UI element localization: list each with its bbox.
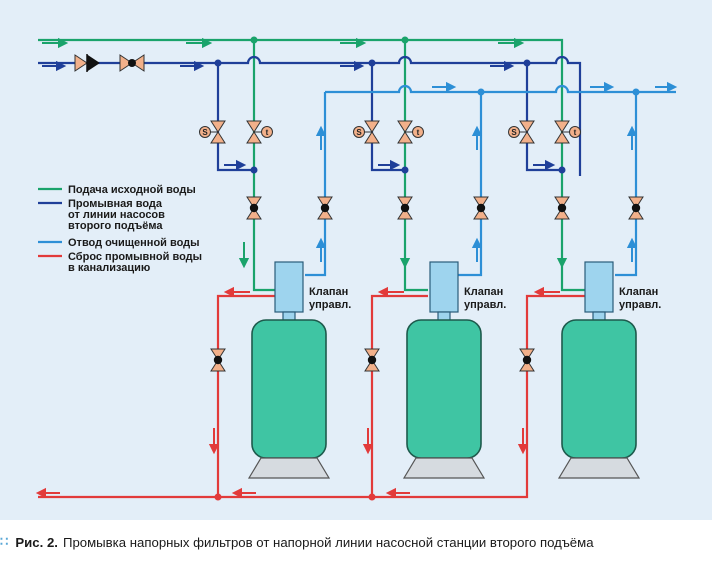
legend-item-source-water: Подача исходной воды: [38, 184, 196, 196]
legend-item-wash-discharge: Сброс промывной воды в канализацию: [38, 251, 202, 274]
control-valve-label: Клапан: [619, 286, 658, 298]
discharge-flow-arrows: [35, 286, 560, 499]
shutoff-valve-main: [119, 54, 145, 72]
control-valve-label: управл.: [619, 299, 661, 311]
control-valve-label: управл.: [464, 299, 506, 311]
actuator-letter: t: [266, 128, 269, 137]
filter-stand: [247, 457, 331, 479]
outlet-shutoff-valve-1: [317, 196, 333, 220]
source-shutoff-valve-1: [246, 196, 262, 220]
svg-text:Промывная вода: Промывная вода: [68, 198, 163, 210]
source-water-pipes: [38, 38, 585, 292]
source-shutoff-valve-3: [554, 196, 570, 220]
filter-tank: [251, 319, 327, 459]
discharge-branch-1: [216, 294, 275, 497]
control-valve-label: Клапан: [464, 286, 503, 298]
wash-discharge-pipes: [38, 294, 585, 499]
treated-riser-1: [305, 92, 327, 277]
wash-water-main: [38, 55, 582, 176]
flow-arrows: [35, 37, 678, 499]
solenoid-valve-3: S: [508, 120, 535, 144]
caption-figure-number: Рис. 2.: [15, 534, 58, 550]
treated-riser-2: [458, 92, 483, 277]
control-valve-box: [429, 261, 459, 313]
actuator-letter: S: [202, 128, 208, 137]
filter-stand: [402, 457, 486, 479]
check-valve: [74, 54, 100, 72]
solenoid-valve-1: S: [199, 120, 226, 144]
treated-water-main: [325, 84, 676, 94]
time-valve-1: t: [246, 120, 273, 144]
source-flow-arrows: [42, 37, 568, 269]
source-water-main: [38, 38, 585, 292]
treated-riser-3: [615, 92, 638, 277]
drain-shutoff-valve-2: [364, 348, 380, 372]
wash-branch-3: [525, 63, 562, 172]
caption-text: Промывка напорных фильтров от напорной л…: [62, 534, 594, 550]
svg-text:в канализацию: в канализацию: [68, 262, 150, 274]
svg-text:Сброс промывной воды: Сброс промывной воды: [68, 251, 202, 263]
time-valve-3: t: [554, 120, 581, 144]
actuator-letter: S: [356, 128, 362, 137]
wash-flow-arrows: [42, 60, 556, 171]
filter-stand: [557, 457, 641, 479]
svg-text:Отвод очищенной воды: Отвод очищенной воды: [68, 237, 200, 249]
actuator-letter: t: [417, 128, 420, 137]
legend-item-wash-water: Промывная вода от линии насосов второго …: [38, 198, 165, 232]
svg-text:от линии насосов: от линии насосов: [68, 209, 165, 221]
actuator-letter: t: [574, 128, 577, 137]
drain-shutoff-valve-1: [210, 348, 226, 372]
control-valve-box: [274, 261, 304, 313]
caption-bullet-icon: ∷: [0, 534, 8, 549]
control-valve-label: Клапан: [309, 286, 348, 298]
filter-tank: [406, 319, 482, 459]
legend-item-treated-water: Отвод очищенной воды: [38, 237, 200, 249]
filter-tank: [561, 319, 637, 459]
source-shutoff-valve-2: [397, 196, 413, 220]
drain-shutoff-valve-3: [519, 348, 535, 372]
figure-caption: ∷ Рис. 2. Промывка напорных фильтров от …: [0, 527, 712, 557]
wash-branch-2: [370, 63, 405, 172]
actuator-letter: S: [511, 128, 517, 137]
solenoid-valve-2: S: [353, 120, 380, 144]
control-valve-label: управл.: [309, 299, 351, 311]
outlet-shutoff-valve-3: [628, 196, 644, 220]
legend: Подача исходной воды Промывная вода от л…: [38, 184, 202, 274]
discharge-branch-2: [370, 294, 428, 497]
wash-branch-1: [216, 63, 254, 172]
svg-text:Подача исходной воды: Подача исходной воды: [68, 184, 196, 196]
outlet-shutoff-valve-2: [473, 196, 489, 220]
svg-text:второго подъёма: второго подъёма: [68, 220, 163, 232]
treated-water-pipes: [305, 84, 676, 277]
treated-flow-arrows: [315, 81, 678, 262]
wash-water-pipes: [38, 55, 582, 176]
discharge-branch-3: [372, 294, 585, 499]
control-valve-box: [584, 261, 614, 313]
time-valve-2: t: [397, 120, 424, 144]
junction-dots: [214, 36, 640, 501]
